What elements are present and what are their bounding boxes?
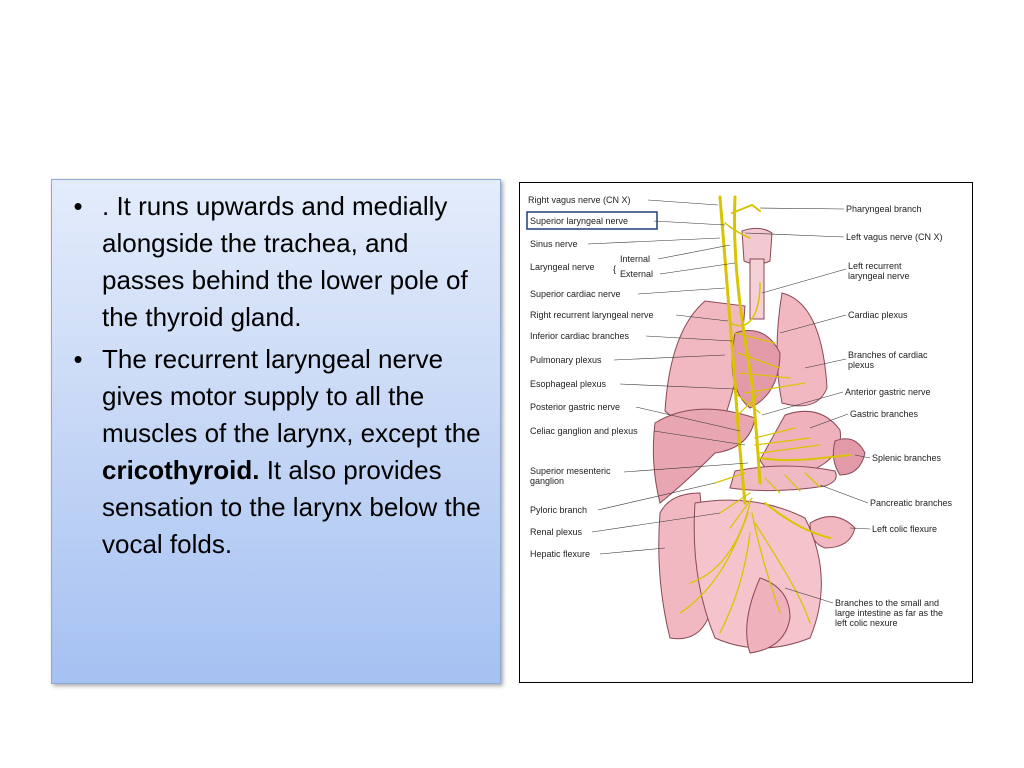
label-right-vagus: Right vagus nerve (CN X) <box>528 195 631 205</box>
spleen-shape <box>832 438 866 476</box>
recurrent-laryngeal-nerve <box>729 282 761 327</box>
label-pulmonary: Pulmonary plexus <box>530 355 602 365</box>
organs <box>652 227 866 654</box>
label-intestine-1: Branches to the small and <box>835 598 939 608</box>
label-left-vagus: Left vagus nerve (CN X) <box>846 232 943 242</box>
cardiac-plexus-nerves <box>734 332 806 394</box>
esophageal-plexus-nerves <box>734 392 761 419</box>
label-superior-laryngeal: Superior laryngeal nerve <box>530 216 628 226</box>
label-posterior-gastric: Posterior gastric nerve <box>530 402 620 412</box>
label-pancreatic: Pancreatic branches <box>870 498 953 508</box>
label-left-recurrent-1: Left recurrent <box>848 261 902 271</box>
label-renal: Renal plexus <box>530 527 583 537</box>
label-esophageal: Esophageal plexus <box>530 379 607 389</box>
bullet-glyph: • <box>73 344 83 374</box>
label-right-recurrent: Right recurrent laryngeal nerve <box>530 310 654 320</box>
renal-plexus-nerves <box>719 492 753 529</box>
left-colic-shape <box>809 516 856 549</box>
left-lung-shape <box>776 292 828 407</box>
pharyngeal-branch-nerve <box>731 203 761 214</box>
nerves <box>679 195 851 634</box>
label-left-colic: Left colic flexure <box>872 524 937 534</box>
svg-text:{: { <box>613 264 616 274</box>
label-celiac: Celiac ganglion and plexus <box>530 426 638 436</box>
label-internal: Internal <box>620 254 650 264</box>
bullet-2-text-after: It also provides sensation to the larynx… <box>102 455 481 559</box>
diagram-svg: Right vagus nerve (CN X) Superior laryng… <box>526 195 953 654</box>
label-intestine-2: large intestine as far as the <box>835 608 943 618</box>
bullet-2-text-before: The recurrent laryngeal nerve gives moto… <box>102 344 481 448</box>
left-colic-nerve <box>764 502 831 539</box>
bullet-glyph: • <box>73 191 83 221</box>
label-superior-cardiac: Superior cardiac nerve <box>530 289 621 299</box>
pyloric-branch-nerve <box>714 472 746 484</box>
label-cardiac-plexus: Cardiac plexus <box>848 310 908 320</box>
left-labels: Right vagus nerve (CN X) Superior laryng… <box>528 195 749 559</box>
label-hepatic: Hepatic flexure <box>530 549 590 559</box>
sigmoid-shape <box>746 577 791 654</box>
label-branches-cardiac-2: plexus <box>848 360 875 370</box>
highlight-box <box>526 211 658 230</box>
label-pyloric: Pyloric branch <box>530 505 587 515</box>
label-sinus: Sinus nerve <box>530 239 578 249</box>
gastric-branches-nerves <box>754 427 821 454</box>
right-vagus-trunk <box>718 195 747 505</box>
trachea-shape <box>749 258 765 320</box>
label-laryngeal: Laryngeal nerve <box>530 262 595 272</box>
label-gastric-branches: Gastric branches <box>850 409 919 419</box>
label-splenic: Splenic branches <box>872 453 942 463</box>
label-intestine-3: left colic nexure <box>835 618 898 628</box>
label-sup-mesenteric-2: ganglion <box>530 476 564 486</box>
bullet-text-box: • . It runs upwards and medially alongsi… <box>51 179 501 684</box>
bullet-list: • . It runs upwards and medially alongsi… <box>52 180 500 563</box>
bullet-2-bold-term: cricothyroid. <box>102 455 260 485</box>
pancreas-shape <box>729 465 837 492</box>
label-anterior-gastric: Anterior gastric nerve <box>845 387 931 397</box>
bullet-item-1: • . It runs upwards and medially alongsi… <box>68 188 490 336</box>
pancreatic-branches-nerves <box>764 472 821 494</box>
right-labels: Pharyngeal branch Left vagus nerve (CN X… <box>744 204 953 628</box>
bullet-item-2: • The recurrent laryngeal nerve gives mo… <box>68 341 490 563</box>
label-branches-cardiac-1: Branches of cardiac <box>848 350 928 360</box>
intestinal-branches-nerves <box>679 502 811 634</box>
liver-shape <box>652 408 756 504</box>
splenic-branches-nerves <box>759 454 851 462</box>
bullet-1-text: . It runs upwards and medially alongside… <box>102 191 468 332</box>
label-external: External <box>620 269 653 279</box>
label-inferior-cardiac: Inferior cardiac branches <box>530 331 630 341</box>
superior-laryngeal-nerve <box>724 222 751 239</box>
label-left-recurrent-2: laryngeal nerve <box>848 271 910 281</box>
label-sup-mesenteric-1: Superior mesenteric <box>530 466 611 476</box>
label-pharyngeal: Pharyngeal branch <box>846 204 922 214</box>
vagus-nerve-diagram: Right vagus nerve (CN X) Superior laryng… <box>519 182 973 683</box>
left-vagus-trunk <box>732 195 762 485</box>
